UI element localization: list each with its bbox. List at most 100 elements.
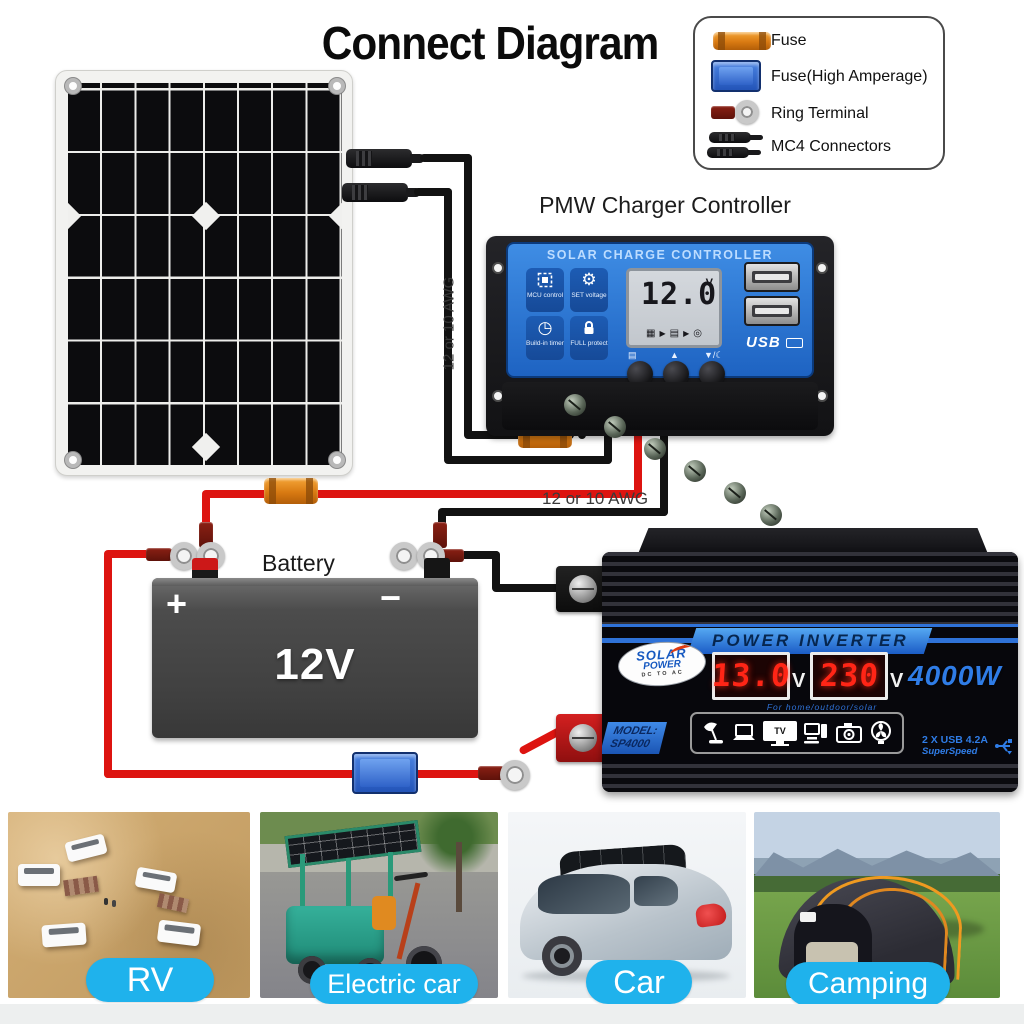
- controller-panel-title: SOLAR CHARGE CONTROLLER: [546, 248, 774, 262]
- output-voltage-display: 230: [810, 652, 888, 700]
- mcu-control-button: MCU control: [526, 268, 564, 312]
- panel-glyph-icon: ▦: [646, 328, 656, 339]
- wire-segment: [104, 550, 156, 558]
- controller-heading: PMW Charger Controller: [539, 192, 791, 218]
- input-voltage-unit: V: [792, 670, 806, 692]
- rv-awning: [156, 893, 190, 913]
- wire-segment: [202, 490, 642, 498]
- wire-gauge-label-horizontal: 12 or 10 AWG: [542, 489, 649, 508]
- tagline: For home/outdoor/solar: [766, 702, 878, 712]
- cooling-fins: [602, 552, 1018, 624]
- panel-diamond: [328, 201, 342, 231]
- rickshaw-body: [286, 906, 384, 964]
- tv-screen: TV: [763, 721, 797, 741]
- battery-voltage: 12V: [274, 640, 356, 689]
- fan-icon: [871, 721, 891, 744]
- model-label: MODEL:: [612, 725, 659, 737]
- terminal-screw: [644, 438, 666, 460]
- battery-select-glyph: ▤: [628, 350, 637, 360]
- wire-segment: [604, 414, 612, 464]
- battery-indicator-icon: [786, 338, 803, 348]
- wire-segment: [444, 188, 452, 462]
- wire-segment: [452, 551, 500, 559]
- page-title: Connect Diagram: [321, 17, 660, 69]
- lock-icon: [570, 316, 608, 340]
- tent-vent: [800, 912, 816, 922]
- battery-plus-sign: +: [166, 583, 188, 624]
- fuse-orange-icon: [264, 478, 318, 504]
- ring-terminal-icon: [390, 542, 418, 570]
- accent-line: [926, 638, 1018, 643]
- inverter-body: POWER INVERTER SOLAR POWER DC TO AC 13.0…: [602, 552, 1018, 792]
- car-rear-window: [634, 876, 678, 906]
- mcu-control-label: MCU control: [526, 292, 564, 299]
- ring-terminal-crimp: [146, 548, 172, 561]
- mountains: [754, 848, 1000, 876]
- controller-face: SOLAR CHARGE CONTROLLER MCU control ⚙ SE…: [506, 242, 814, 387]
- terminal-screw: [684, 460, 706, 482]
- mounting-flange: [638, 528, 988, 554]
- ring-terminal-ring-icon: [735, 100, 759, 124]
- solar-panel: [55, 70, 353, 476]
- rv-van: [134, 866, 178, 894]
- mc4-connector-icon: [342, 183, 420, 202]
- inverter-banner: POWER INVERTER: [687, 628, 933, 654]
- wire-segment: [414, 188, 452, 196]
- inverter-positive-terminal: [556, 714, 610, 762]
- wire-segment: [104, 552, 112, 778]
- legend-label-fuse-high: Fuse(High Amperage): [771, 68, 928, 85]
- ring-terminal-crimp: [433, 522, 447, 548]
- ring-terminal-icon: [500, 760, 530, 790]
- lcd-value: 12.0: [641, 277, 718, 312]
- person-figure: [104, 898, 108, 905]
- terminal-screw: [569, 575, 597, 603]
- badge-electric-car: Electric car: [310, 964, 478, 1004]
- mc4-connectors-icon: [707, 147, 761, 158]
- rv-van: [156, 919, 202, 947]
- panel-diamond: [191, 201, 221, 231]
- usb-spec-line2: SuperSpeed: [922, 746, 978, 757]
- person-figure: [112, 900, 116, 907]
- wire-segment: [104, 770, 364, 778]
- rv-van: [41, 922, 87, 948]
- charge-controller: SOLAR CHARGE CONTROLLER MCU control ⚙ SE…: [486, 230, 834, 526]
- wire-segment: [492, 584, 562, 592]
- legend-label-mc4: MC4 Connectors: [771, 138, 892, 155]
- camera-icon: [836, 723, 862, 743]
- appliance-icons-strip: TV: [690, 712, 904, 754]
- power-rating: 4000W: [908, 660, 1002, 691]
- battery-body: + − 12V: [152, 578, 478, 738]
- car-windows: [538, 874, 630, 914]
- grommet-icon: [329, 452, 345, 468]
- model-banner: MODEL: SP4000: [602, 722, 668, 754]
- lcd-status-icons: ▦ ▶ ▤ ▶ ◎: [629, 328, 719, 339]
- terminal-screw: [724, 482, 746, 504]
- canopy-post: [300, 854, 305, 914]
- battery-glyph-icon: ▤: [669, 328, 680, 339]
- mc4-connector-icon: [346, 149, 424, 168]
- footer-strip: [0, 1004, 1024, 1024]
- grommet-icon: [65, 78, 81, 94]
- set-voltage-label: SET voltage: [571, 292, 607, 299]
- canopy-post: [388, 852, 393, 910]
- battery-minus-sign: −: [380, 577, 402, 618]
- usb-spec: 2 X USB 4.2A SuperSpeed: [922, 734, 988, 757]
- car-wheel: [542, 936, 582, 976]
- wire-segment: [660, 414, 668, 516]
- panel-diamond: [68, 201, 82, 231]
- legend-box: Fuse Fuse(High Amperage) Ring Terminal M…: [693, 16, 945, 170]
- terminal-block: [502, 382, 818, 526]
- inverter-banner-text: POWER INVERTER: [711, 631, 909, 650]
- usb-label: USB: [746, 334, 781, 351]
- wire-segment: [202, 492, 210, 534]
- input-voltage-display: 13.0: [710, 652, 792, 700]
- wire-segment: [412, 770, 492, 778]
- wire-segment: [444, 456, 612, 464]
- usb-port-icon: [744, 262, 800, 292]
- load-glyph-icon: ◎: [693, 328, 702, 339]
- rv-van: [18, 864, 60, 886]
- legend-label-fuse: Fuse: [771, 32, 807, 49]
- full-protect-button: FULL protect: [570, 316, 608, 360]
- solar-canopy: [284, 819, 422, 869]
